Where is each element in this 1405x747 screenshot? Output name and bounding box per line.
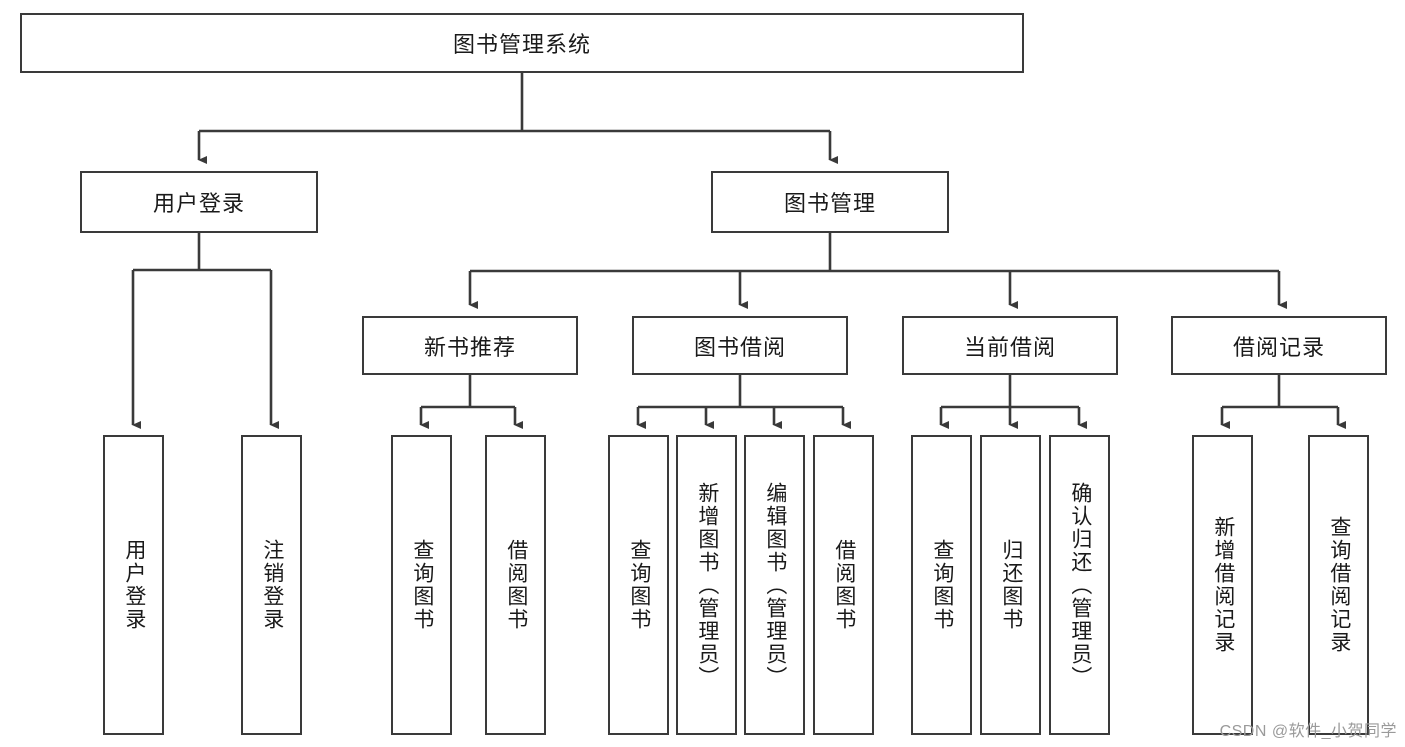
node-label: 用户登录 xyxy=(122,539,146,631)
node-book-borrow[interactable]: 图书借阅 xyxy=(632,316,848,375)
node-leaf-current-borrow-2[interactable]: 归还图书 xyxy=(980,435,1041,735)
node-label: 新增图书（管理员） xyxy=(695,481,719,689)
node-leaf-borrow-record-2[interactable]: 查询借阅记录 xyxy=(1308,435,1369,735)
node-leaf-book-borrow-3[interactable]: 编辑图书（管理员） xyxy=(744,435,805,735)
node-label: 借阅图书 xyxy=(832,539,856,631)
csdn-watermark: CSDN @软件_小贺同学 xyxy=(1219,723,1397,740)
node-label: 图书管理系统 xyxy=(452,32,591,57)
node-leaf-new-book-1[interactable]: 查询图书 xyxy=(391,435,452,735)
node-label: 借阅图书 xyxy=(504,539,528,631)
node-leaf-book-borrow-1[interactable]: 查询图书 xyxy=(608,435,669,735)
node-leaf-user-login-2[interactable]: 注销登录 xyxy=(241,435,302,735)
node-leaf-current-borrow-1[interactable]: 查询图书 xyxy=(911,435,972,735)
node-leaf-borrow-record-1[interactable]: 新增借阅记录 xyxy=(1192,435,1253,735)
node-label: 查询图书 xyxy=(410,539,434,631)
node-label: 用户登录 xyxy=(152,191,245,216)
node-current-borrow[interactable]: 当前借阅 xyxy=(902,316,1118,375)
node-label: 借阅记录 xyxy=(1232,334,1325,360)
node-leaf-book-borrow-4[interactable]: 借阅图书 xyxy=(813,435,874,735)
node-leaf-user-login-1[interactable]: 用户登录 xyxy=(103,435,164,735)
node-label: 图书借阅 xyxy=(693,334,786,360)
node-label: 查询借阅记录 xyxy=(1327,516,1351,654)
node-leaf-book-borrow-2[interactable]: 新增图书（管理员） xyxy=(676,435,737,735)
node-leaf-new-book-2[interactable]: 借阅图书 xyxy=(485,435,546,735)
node-label: 查询图书 xyxy=(930,539,954,631)
node-label: 新增借阅记录 xyxy=(1211,516,1235,654)
node-label: 确认归还（管理员） xyxy=(1068,481,1092,689)
node-borrow-record[interactable]: 借阅记录 xyxy=(1171,316,1387,375)
node-root-book-management-system[interactable]: 图书管理系统 xyxy=(20,13,1024,73)
node-new-book-recommend[interactable]: 新书推荐 xyxy=(362,316,578,375)
node-label: 图书管理 xyxy=(783,191,876,216)
node-leaf-current-borrow-3[interactable]: 确认归还（管理员） xyxy=(1049,435,1110,735)
node-label: 查询图书 xyxy=(627,539,651,631)
node-user-login[interactable]: 用户登录 xyxy=(80,171,318,233)
node-label: 注销登录 xyxy=(260,539,284,631)
node-label: 当前借阅 xyxy=(963,334,1056,360)
node-label: 编辑图书（管理员） xyxy=(763,481,787,689)
node-book-management[interactable]: 图书管理 xyxy=(711,171,949,233)
node-label: 归还图书 xyxy=(999,539,1023,631)
node-label: 新书推荐 xyxy=(423,334,516,360)
